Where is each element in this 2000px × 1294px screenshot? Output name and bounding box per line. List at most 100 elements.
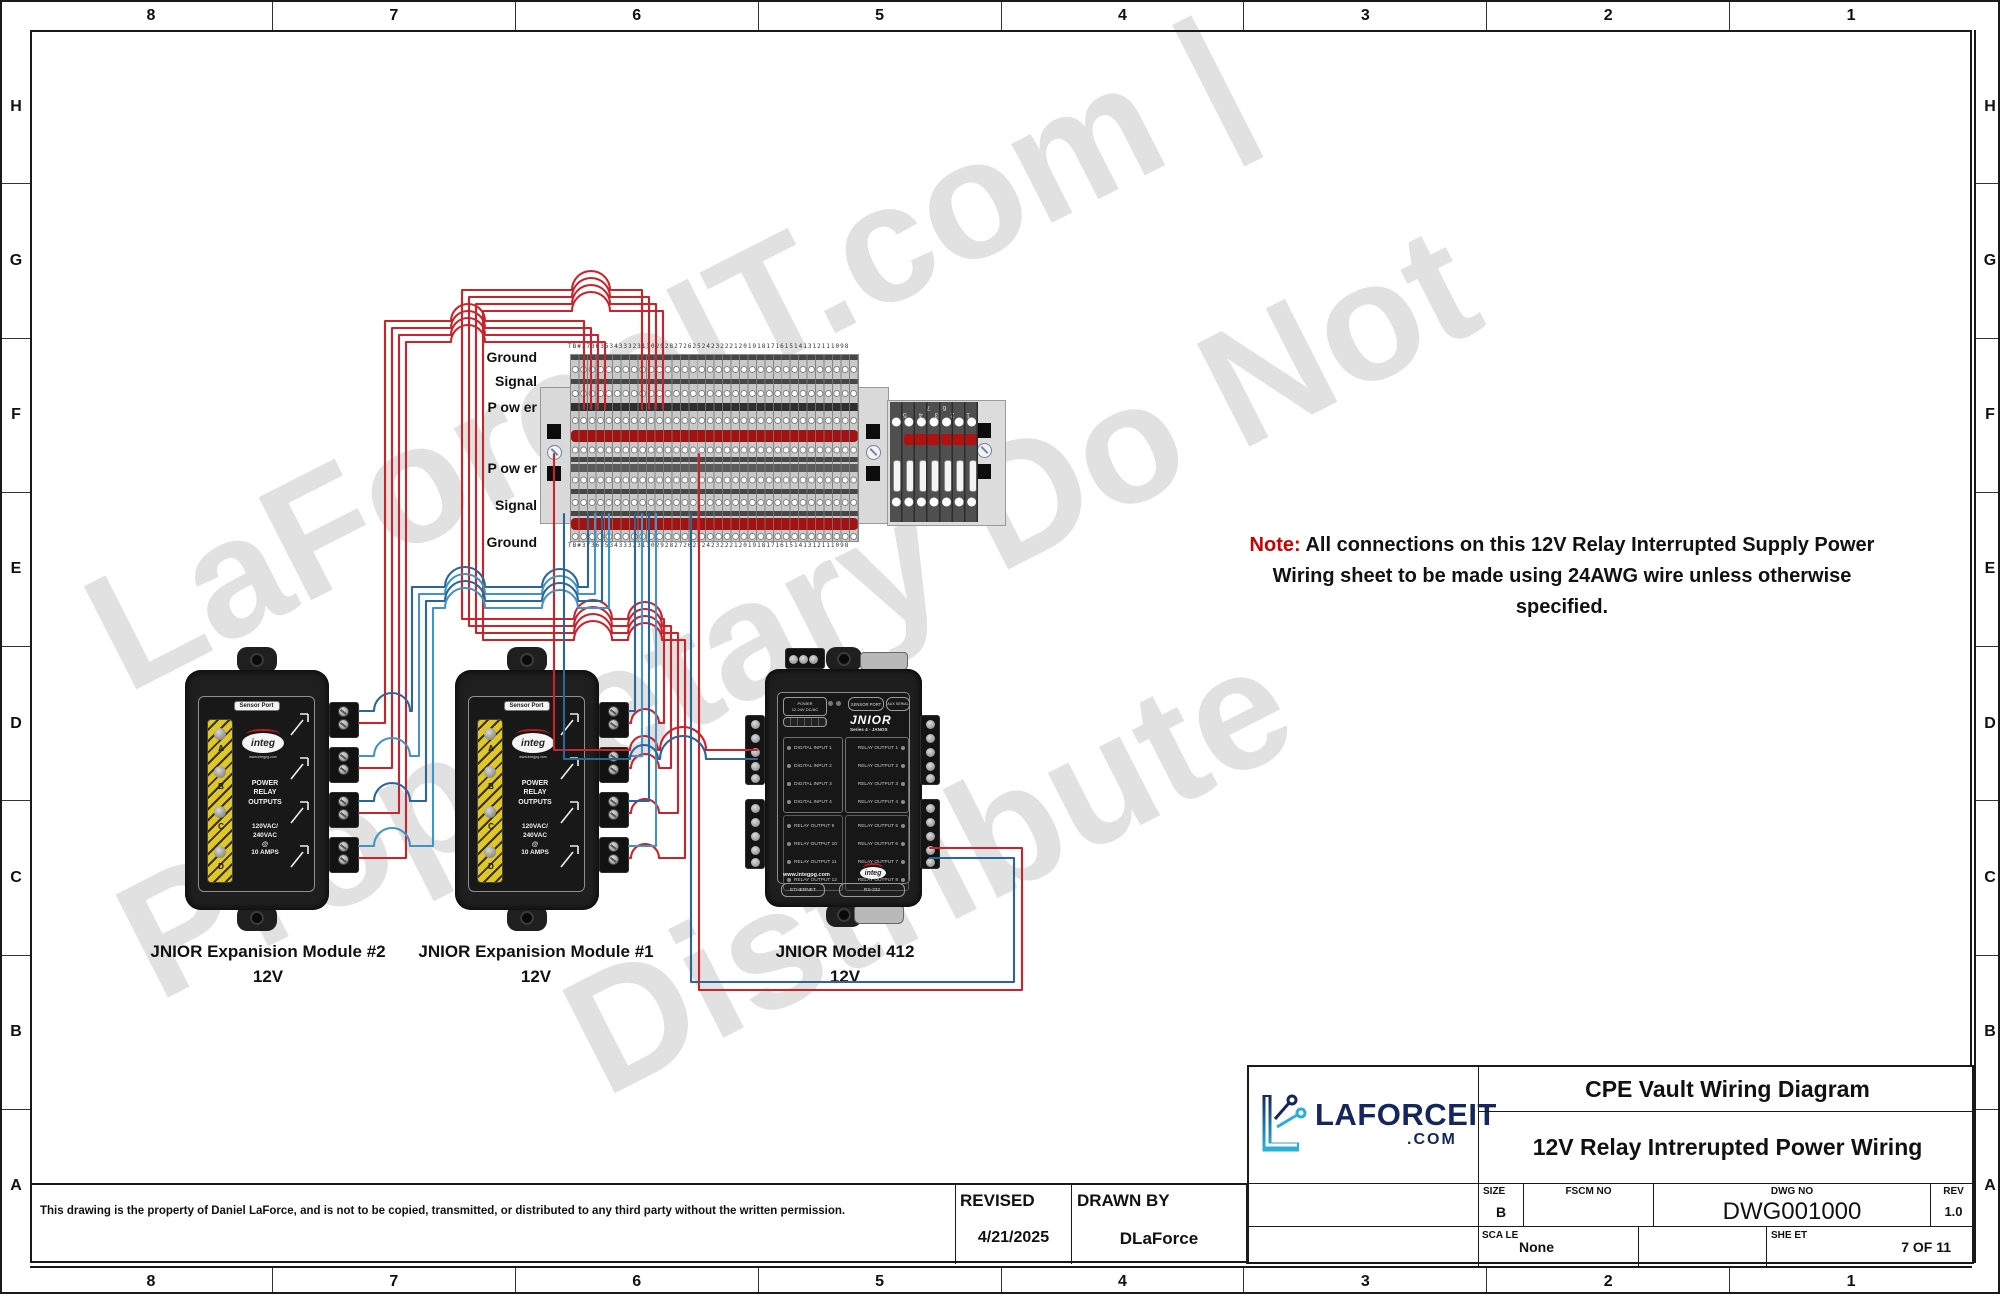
tb-row-label-signal-bottom: Signal [494,497,537,513]
aux-serial-label: AUX SERIAL [886,697,910,711]
wire-red [481,291,687,860]
dwg-no-value: DWG001000 [1722,1198,1862,1225]
grid-col-label: 4 [1002,1268,1245,1292]
laforceit-logo-com: .COM [1407,1131,1457,1148]
terminal-numbers-bottom: TB#3736353433323130292827262524232221201… [568,542,850,549]
grid-row-label: E [1976,493,1998,647]
grid-col-label: 5 [759,2,1002,30]
led-a [214,728,226,740]
io-label: RELAY OUTPUT 12 [794,877,837,883]
relay-contact-icon [560,801,579,824]
sheet-value: 7 OF 11 [1901,1239,1951,1255]
relay-contact-icon [290,801,309,824]
grid-ruler-bottom: 8 7 6 5 4 3 2 1 [30,1266,1972,1292]
status-led [836,701,841,706]
io-label: RELAY OUTPUT 2 [857,763,898,769]
io-label: RELAY OUTPUT 8 [857,877,898,883]
scale-label: SCA LE [1482,1230,1519,1241]
fscm-label: FSCM NO [1565,1186,1612,1197]
grid-col-label: 5 [759,1268,1002,1292]
led-b [484,766,496,778]
grid-col-label: 2 [1487,2,1731,30]
wire-blue [357,512,604,803]
module-panel-title: POWER RELAY OUTPUTS [248,780,282,806]
grid-col-label: 4 [1002,2,1245,30]
led-label: A [218,744,224,753]
wire-red [474,284,680,815]
relay-contact-icon [560,845,579,868]
integ-url: www.integpg.com [249,755,277,759]
empty-cell [1249,1184,1479,1227]
grid-row-label: H [1976,30,1998,185]
scale-value: None [1519,1239,1554,1255]
dip-switch [783,717,827,727]
empty-cell [1639,1227,1767,1266]
grid-row-label: G [2,184,30,339]
tb-row-label-signal-top: Signal [494,373,537,389]
scale-cell: SCA LE None [1479,1227,1639,1266]
relay-contact-icon [290,713,309,736]
ethernet-label: ETHERNET [781,883,825,897]
wire-red [357,309,593,770]
mounting-tab [237,647,277,673]
tb-row-label-power-top: P ow er [487,399,537,415]
led-c [484,806,496,818]
io-label: RELAY OUTPUT 11 [794,859,837,865]
grid-row-label: C [2,801,30,956]
disclaimer-text: This drawing is the property of Daniel L… [40,1205,846,1217]
io-label: RELAY OUTPUT 5 [857,823,898,829]
revised-date: 4/21/2025 [977,1229,1050,1246]
mounting-tab [826,647,862,671]
module2-label: JNIOR Expanision Module #2 12V [150,942,386,986]
wire-red [697,452,1024,992]
wiring-note: Note: All connections on this 12V Relay … [1182,530,1942,623]
wire-blue [627,512,637,713]
grid-col-label: 8 [30,1268,273,1292]
grid-ruler-right: H G F E D C B A [1974,30,1998,1263]
module1-terminal-4 [599,837,629,873]
grid-row-label: D [2,647,30,802]
grid-col-label: 1 [1846,7,1856,24]
io-label: RELAY OUTPUT 1 [857,745,898,751]
expansion-module-2: Sensor Port A B C D integ www.integpg.co… [185,670,329,910]
io-label: RELAY OUTPUT 4 [857,799,898,805]
relay-contact-icon [290,757,309,780]
module-panel: Sensor Port A B C D integ www.integpg.co… [468,696,585,892]
wire-blue [627,512,651,803]
io-label: RELAY OUTPUT 10 [794,841,837,847]
grid-row-label: E [2,493,30,647]
module-panel-title: POWER RELAY OUTPUTS [518,780,552,806]
grid-col-label: 3 [1244,2,1488,30]
grid-row-label: C [1976,801,1998,956]
led-strip: A B C D [477,719,503,883]
module2-terminal-3 [329,792,359,828]
wire-blue [357,512,611,848]
wire-blue [627,512,644,758]
module2-terminal-1 [329,702,359,738]
grid-row-label: B [2,956,30,1110]
jnior412-label: JNIOR Model 412 12V [775,942,915,986]
size-value: B [1495,1204,1507,1220]
title-block: LAFORCEIT .COM CPE Vault Wiring Diagram … [1247,1065,1976,1266]
wire-blue [689,512,1016,984]
size-label: SIZE [1483,1186,1506,1197]
module1-label: JNIOR Expanision Module #1 12V [418,942,654,986]
note-line2: Wiring sheet to be made using 24AWG wire… [1272,565,1852,587]
grid-row-label: G [1976,184,1998,339]
drawn-by-value: DLaForce [1119,1229,1199,1248]
tb-row-label-power-bottom: P ow er [487,460,537,476]
grid-col-label: 6 [516,2,759,30]
power-label: POWER 12-24V DC/AC [783,697,827,716]
grid-row-label: A [10,1177,22,1195]
note-line1: All connections on this 12V Relay Interr… [1300,534,1875,556]
jnior-panel: POWER 12-24V DC/AC SENSOR PORT AUX SERIA… [777,692,910,891]
rs232-label: RS-232 [839,883,905,897]
relay-output-box-b: RELAY OUTPUT 9 RELAY OUTPUT 10 RELAY OUT… [783,815,843,891]
grid-row-label: F [1976,339,1998,493]
fuse-terminal-block: 1 2 3 4 5 6 7 [890,402,978,522]
module1-terminal-1 [599,702,629,738]
grid-col-label: 7 [273,1268,516,1292]
led-strip: A B C D [207,719,233,883]
wire-red [357,302,586,725]
